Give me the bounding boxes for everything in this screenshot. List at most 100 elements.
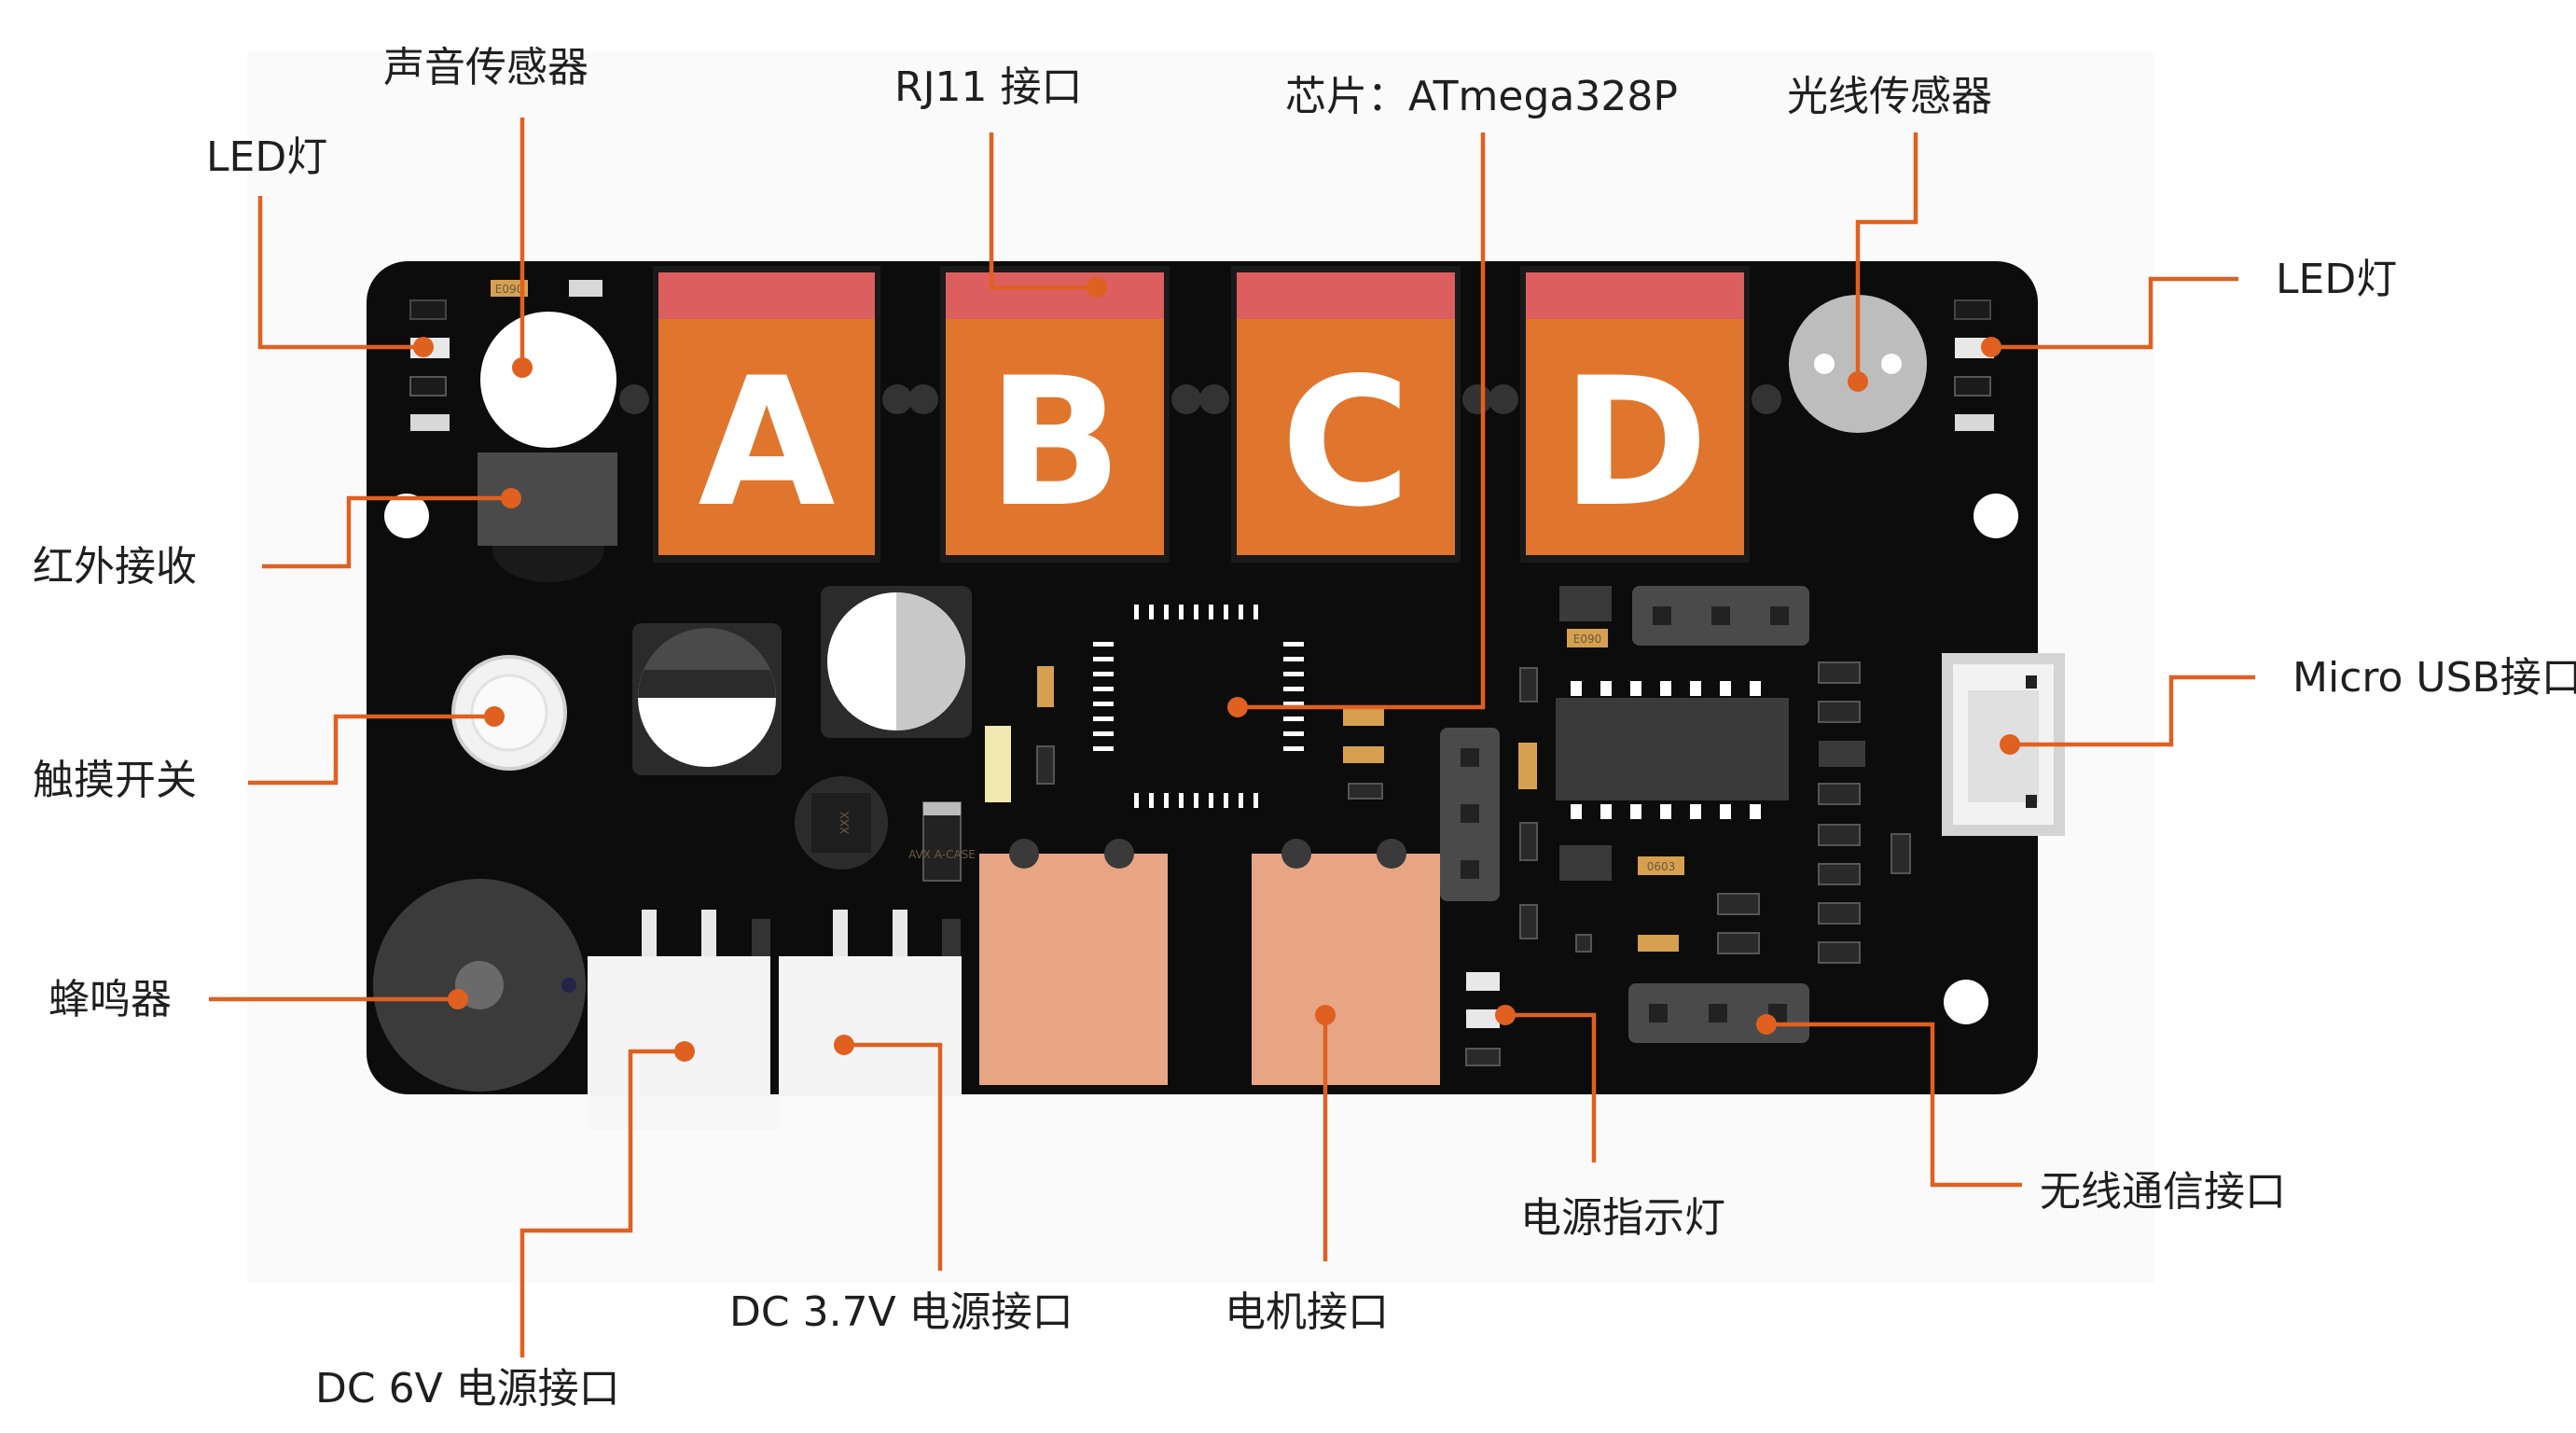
- resistor: [1818, 783, 1861, 805]
- motor-pad-right: [1252, 854, 1440, 1085]
- light-sensor-pin: [1881, 354, 1902, 374]
- label-chip: 芯片：ATmega328P: [1285, 73, 1678, 120]
- resistor: [1343, 709, 1384, 726]
- leader-dc-6v: [519, 1049, 685, 1357]
- leader-led-left: [257, 196, 423, 350]
- rj11-port-b: B: [940, 266, 1170, 563]
- resistor: [1638, 935, 1679, 952]
- resistor-mark: E090: [495, 283, 524, 296]
- label-wireless: 无线通信接口: [2040, 1168, 2286, 1216]
- diode: [1559, 845, 1612, 881]
- crystal: [985, 726, 1011, 802]
- leader-rj11: [989, 132, 1097, 290]
- label-led-left: LED灯: [206, 133, 327, 181]
- leader-micro-usb: [2010, 675, 2255, 747]
- capacitor-left: [632, 623, 782, 775]
- leader-chip: [1238, 132, 1486, 710]
- port-bump: [1199, 384, 1229, 414]
- atmega-chip: [1093, 605, 1304, 808]
- port-bump: [1462, 384, 1492, 414]
- label-power-led: 电源指示灯: [1520, 1194, 1725, 1242]
- resistor: [1036, 745, 1055, 785]
- resistor: [1465, 1048, 1501, 1066]
- leader-led-right: [1991, 276, 2238, 350]
- port-letter-d: D: [1561, 340, 1709, 546]
- leader-dot-touch-switch: [484, 706, 505, 727]
- resistor: [1519, 904, 1538, 939]
- capacitor-right: [821, 586, 972, 738]
- resistor: [1818, 661, 1861, 684]
- light-sensor-pin: [1814, 354, 1835, 374]
- port-bump: [619, 384, 649, 414]
- label-led-right: LED灯: [2276, 256, 2397, 303]
- resistor: [1348, 783, 1383, 800]
- leader-dot-led-left: [413, 337, 434, 357]
- leader-power-led: [1505, 1012, 1597, 1162]
- port-bump: [882, 384, 912, 414]
- port-bump: [1752, 384, 1781, 414]
- port-letter-c: C: [1281, 340, 1410, 546]
- label-sound-sensor: 声音传感器: [383, 44, 589, 91]
- dc-6v-socket: [588, 910, 780, 1130]
- leader-dot-dc-37v: [834, 1035, 854, 1055]
- leader-dot-led-right: [1981, 337, 2001, 357]
- diode: [1559, 586, 1612, 621]
- resistor: [1343, 746, 1384, 763]
- rj11-port-d: D: [1520, 266, 1750, 563]
- motor-pad-hole: [1281, 839, 1311, 869]
- label-ir-receiver: 红外接收: [33, 543, 197, 591]
- leader-dot-chip: [1227, 697, 1248, 717]
- leader-dc-37v: [844, 1042, 943, 1271]
- resistor: [1638, 856, 1684, 875]
- motor-pad-hole: [1377, 839, 1406, 869]
- label-dc-6v: DC 6V 电源接口: [315, 1365, 620, 1412]
- port-bump: [1489, 384, 1518, 414]
- rj11-port-a: A: [653, 266, 880, 563]
- port-bump: [1171, 384, 1201, 414]
- leader-dot-dc-6v: [674, 1041, 695, 1062]
- inductor: XXX: [795, 776, 888, 870]
- label-touch-switch: 触摸开关: [33, 757, 197, 804]
- mount-hole: [384, 494, 429, 538]
- tantalum-cap-mark: AVX A-CASE: [908, 848, 976, 861]
- power-led: [1466, 1009, 1500, 1028]
- resistor: [1717, 932, 1760, 954]
- leader-dot-micro-usb: [2000, 734, 2020, 755]
- resistor: [1818, 701, 1861, 723]
- port-letter-b: B: [988, 340, 1123, 546]
- mount-hole: [1944, 980, 1988, 1024]
- leader-dot-wireless: [1756, 1014, 1777, 1035]
- label-buzzer: 蜂鸣器: [48, 976, 172, 1023]
- port-bump: [908, 384, 938, 414]
- label-micro-usb: Micro USB接口: [2292, 654, 2576, 702]
- led-right-group: [1954, 299, 1994, 431]
- leader-dot-rj11: [1087, 277, 1107, 298]
- resistor: [1819, 741, 1865, 767]
- resistor: [1519, 667, 1538, 703]
- port-letter-a: A: [698, 340, 835, 546]
- sound-sensor: [480, 312, 616, 448]
- power-led: [1466, 972, 1500, 991]
- leader-dot-ir-receiver: [501, 488, 521, 508]
- touch-switch-inner: [470, 674, 548, 752]
- motor-pad-hole: [1104, 839, 1134, 869]
- resistor: [1818, 824, 1861, 846]
- resistor: [1818, 902, 1861, 925]
- dc-37v-socket: [779, 910, 962, 1096]
- leader-wireless: [1766, 1022, 2022, 1188]
- motor-pad-left: [979, 854, 1168, 1085]
- resistor: [569, 280, 602, 297]
- resistor-mark: 0603: [1647, 860, 1676, 873]
- resistor: [1518, 743, 1537, 789]
- resistor: [1519, 822, 1538, 861]
- leader-dot-buzzer: [448, 989, 468, 1009]
- leader-dot-power-led: [1495, 1005, 1516, 1025]
- tantalum-cap-band: [923, 802, 961, 815]
- leader-dot-motor: [1315, 1005, 1336, 1025]
- soic-chip: [1556, 681, 1789, 819]
- mount-hole: [1974, 494, 2018, 538]
- label-light-sensor: 光线传感器: [1787, 73, 1992, 120]
- resistor: [1567, 629, 1608, 647]
- rj11-port-c: C: [1231, 266, 1461, 563]
